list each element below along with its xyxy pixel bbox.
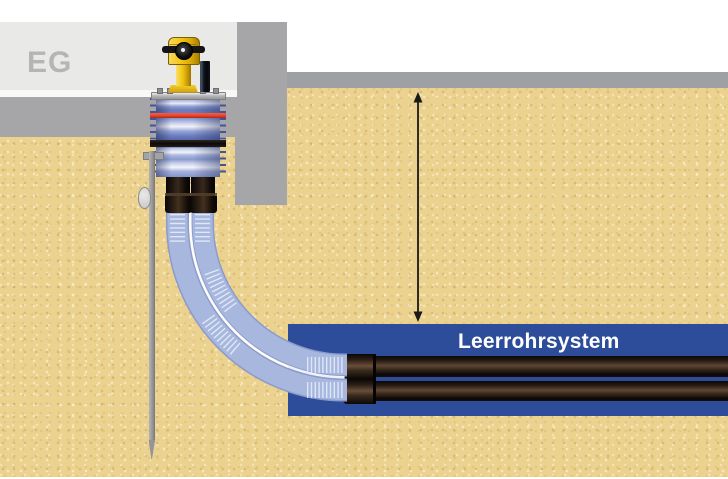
black-riser-pipe bbox=[200, 61, 210, 92]
flange-bolt bbox=[212, 87, 219, 94]
flange-bolt bbox=[156, 87, 163, 94]
duct-coupling-upper bbox=[343, 354, 376, 379]
foundation-wall bbox=[235, 22, 287, 205]
conduit-duct-upper bbox=[343, 356, 728, 377]
valve-handwheel-center bbox=[181, 47, 185, 52]
marker-rod bbox=[148, 151, 155, 442]
shaft-black-ring bbox=[150, 140, 226, 147]
conduit-label: Leerrohrsystem bbox=[458, 330, 620, 353]
soil bbox=[0, 88, 728, 477]
stub-ring-left bbox=[164, 193, 192, 196]
marker-rod-tag bbox=[137, 187, 151, 209]
stub-ring-right bbox=[189, 193, 217, 196]
riser-shaft bbox=[156, 97, 220, 177]
conduit-duct-lower bbox=[343, 381, 728, 401]
shaft-red-ring bbox=[150, 112, 226, 118]
duct-coupling-lower bbox=[343, 378, 376, 404]
valve-base bbox=[168, 84, 198, 93]
stub-flare-left bbox=[164, 196, 192, 213]
ground-surface bbox=[287, 72, 728, 88]
valve-stem bbox=[176, 60, 191, 86]
floor-highlight bbox=[0, 90, 237, 97]
stub-flare-right bbox=[189, 196, 217, 213]
floor-label: EG bbox=[27, 46, 73, 79]
marker-rod-tip bbox=[148, 440, 155, 461]
